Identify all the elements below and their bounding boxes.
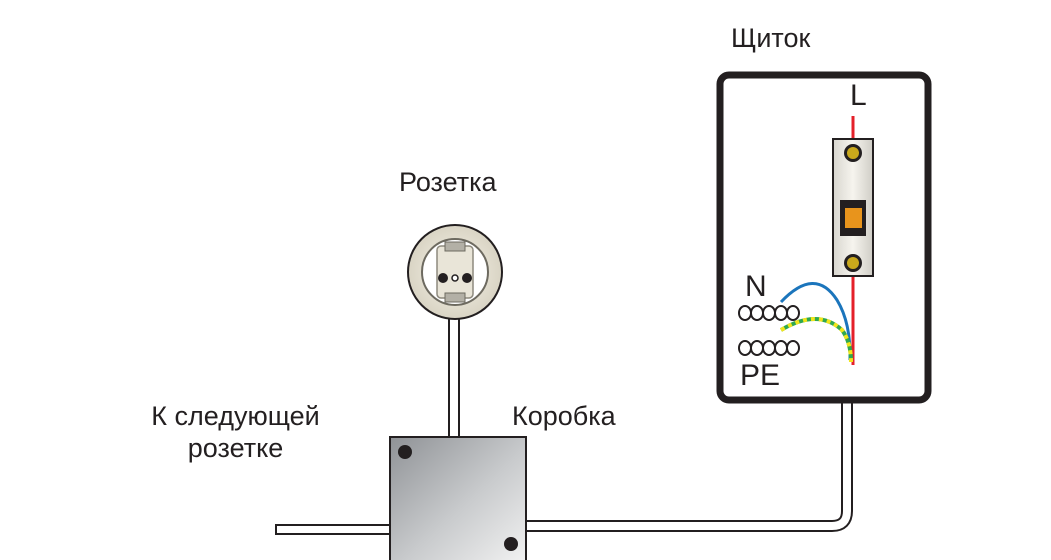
phase-label: L: [850, 79, 867, 112]
box-screw-bottom-right: [504, 537, 518, 551]
ground-bus: [738, 340, 800, 356]
panel-label: Щиток: [731, 23, 811, 53]
socket-label: Розетка: [399, 167, 497, 197]
distribution-panel: [716, 71, 932, 404]
cable-to-next-socket: [275, 524, 392, 535]
box-screw-top-left: [398, 445, 412, 459]
socket-ground-clip-top: [444, 241, 466, 252]
circuit-breaker: [832, 138, 874, 277]
ground-wire: [779, 317, 853, 363]
ground-label: PE: [740, 359, 781, 392]
socket-hole-left: [438, 273, 448, 283]
socket-hole-right: [462, 273, 472, 283]
next-socket-label: К следующей розетке: [138, 400, 333, 464]
junction-box: [389, 436, 527, 560]
neutral-label: N: [745, 270, 767, 303]
neutral-bus: [738, 305, 800, 321]
cable-box-to-panel: [526, 364, 853, 532]
socket-ground-clip-bottom: [444, 292, 466, 303]
cable-box-to-socket: [448, 317, 460, 441]
next-socket-label-line2: розетке: [187, 433, 284, 463]
box-label: Коробка: [512, 401, 616, 431]
socket: [407, 224, 503, 320]
next-socket-label-line1: К следующей: [151, 401, 320, 431]
neutral-wire: [779, 282, 852, 361]
breaker-toggle: [845, 208, 862, 228]
